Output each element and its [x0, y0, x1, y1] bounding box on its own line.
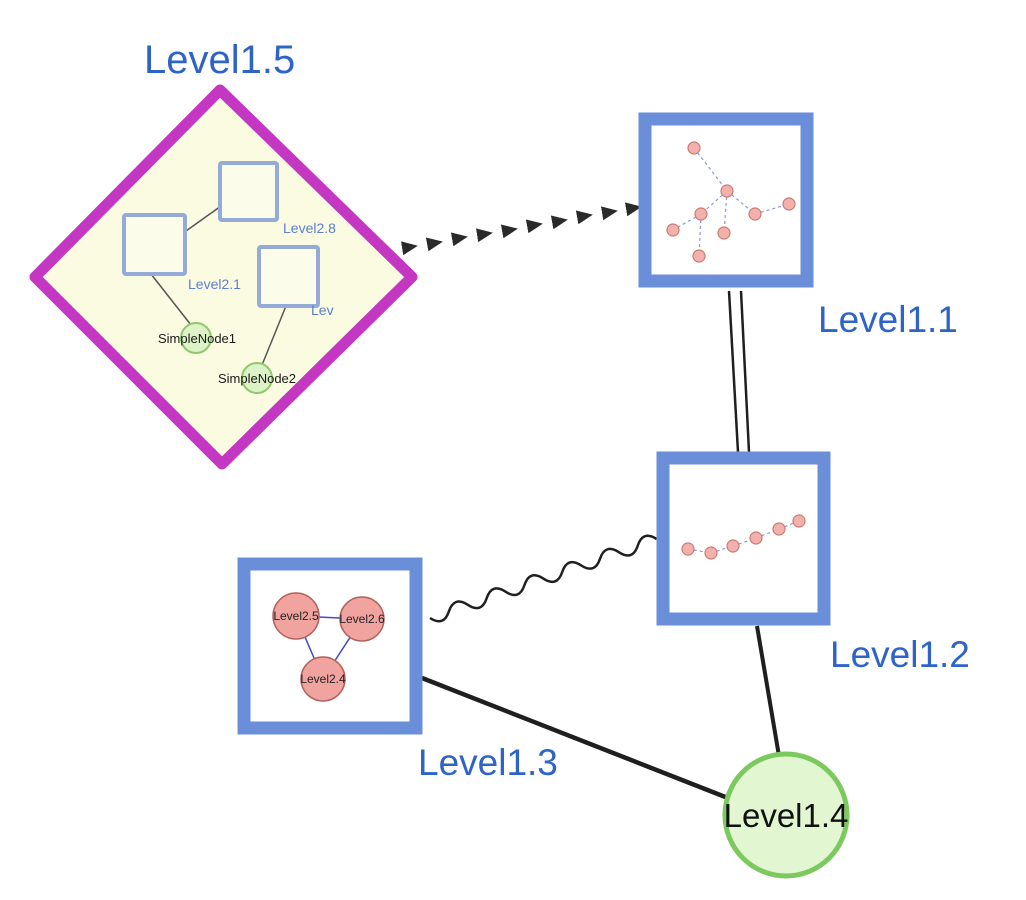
edge-level11-level12-double[interactable] [727, 290, 751, 453]
mini-node[interactable] [692, 249, 706, 263]
edge-level12-level14[interactable] [755, 625, 781, 757]
mini-node[interactable] [749, 531, 763, 545]
level2-8-label: Level2.8 [283, 220, 336, 236]
node-simplenode2[interactable] [241, 362, 273, 394]
mini-node[interactable] [772, 522, 786, 536]
node-level2-8-square[interactable] [218, 161, 279, 222]
mini-node[interactable] [726, 539, 740, 553]
simplenode1-label: SimpleNode1 [157, 331, 237, 346]
node-level1-2-group[interactable] [656, 451, 831, 626]
level2-5-label: Level2.5 [273, 609, 319, 623]
node-simplenode1[interactable] [180, 322, 212, 354]
node-level2-4[interactable] [300, 656, 346, 702]
mini-node[interactable] [792, 514, 806, 528]
level1-3-mini-graph [272, 592, 385, 702]
level1-3-label: Level1.3 [418, 742, 558, 783]
level1-2-label: Level1.2 [830, 634, 970, 675]
edge-level13-level14[interactable] [421, 675, 734, 803]
node-level1-3-group[interactable] [237, 557, 423, 735]
node-level2-1-square[interactable] [122, 213, 187, 276]
mini-node[interactable] [748, 207, 762, 221]
mini-node[interactable] [694, 207, 708, 221]
mini-node[interactable] [687, 141, 701, 155]
node-lev-square[interactable] [257, 245, 320, 308]
mini-node[interactable] [720, 184, 734, 198]
level1-4-label: Level1.4 [723, 797, 849, 834]
mini-node[interactable] [704, 546, 718, 560]
level2-6-label: Level2.6 [339, 612, 385, 626]
edge-level15-level11-arrow[interactable] [400, 202, 642, 256]
level1-5-label: Level1.5 [144, 38, 296, 82]
lev-truncated-label: Lev [311, 302, 334, 318]
level2-1-label: Level2.1 [188, 276, 241, 292]
mini-node[interactable] [782, 197, 796, 211]
node-level2-6[interactable] [339, 596, 385, 642]
mini-node[interactable] [666, 223, 680, 237]
mini-node[interactable] [717, 226, 731, 240]
level1-1-label: Level1.1 [818, 299, 958, 340]
simplenode2-label: SimpleNode2 [217, 371, 297, 386]
level2-4-label: Level2.4 [300, 672, 346, 686]
edge-level2-1-simplenode1 [150, 273, 192, 326]
edge-lev-simplenode2 [261, 305, 287, 366]
edge-level13-level12-wavy[interactable] [428, 533, 659, 624]
edge-level2-1-level2-8 [185, 205, 222, 232]
level1-1-mini-graph [666, 141, 796, 263]
level1-2-mini-graph [681, 514, 806, 560]
node-level1-1-group[interactable] [638, 112, 814, 288]
node-level1-5-diamond[interactable] [29, 84, 418, 470]
node-level1-4-circle[interactable] [722, 751, 850, 879]
node-level2-5[interactable] [272, 592, 320, 640]
mini-node[interactable] [681, 542, 695, 556]
